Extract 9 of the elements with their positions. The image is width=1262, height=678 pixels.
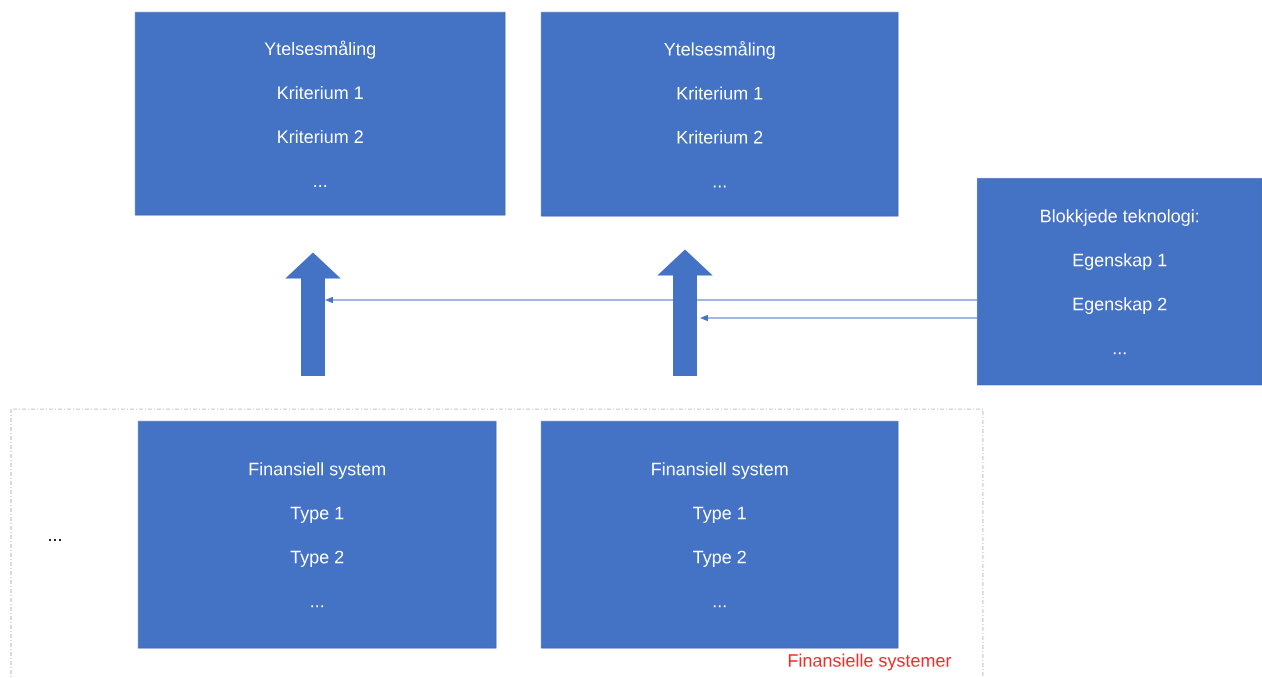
- content-box: Finansiell system Type 1 Type 2 ...: [138, 421, 497, 649]
- arrow: [325, 297, 978, 303]
- content-box: Ytelsesmåling Kriterium 1 Kriterium 2 ...: [541, 12, 899, 217]
- ellipsis-text: ...: [49, 539, 61, 541]
- arrow: [700, 315, 978, 321]
- group-label: Finansielle systemer: [788, 653, 952, 671]
- content-box: Ytelsesmåling Kriterium 1 Kriterium 2 ...: [135, 12, 506, 216]
- content-box: Finansiell system Type 1 Type 2 ...: [541, 421, 899, 649]
- content-box: Blokkjede teknologi: Egenskap 1 Egenskap 2 ...: [977, 178, 1262, 386]
